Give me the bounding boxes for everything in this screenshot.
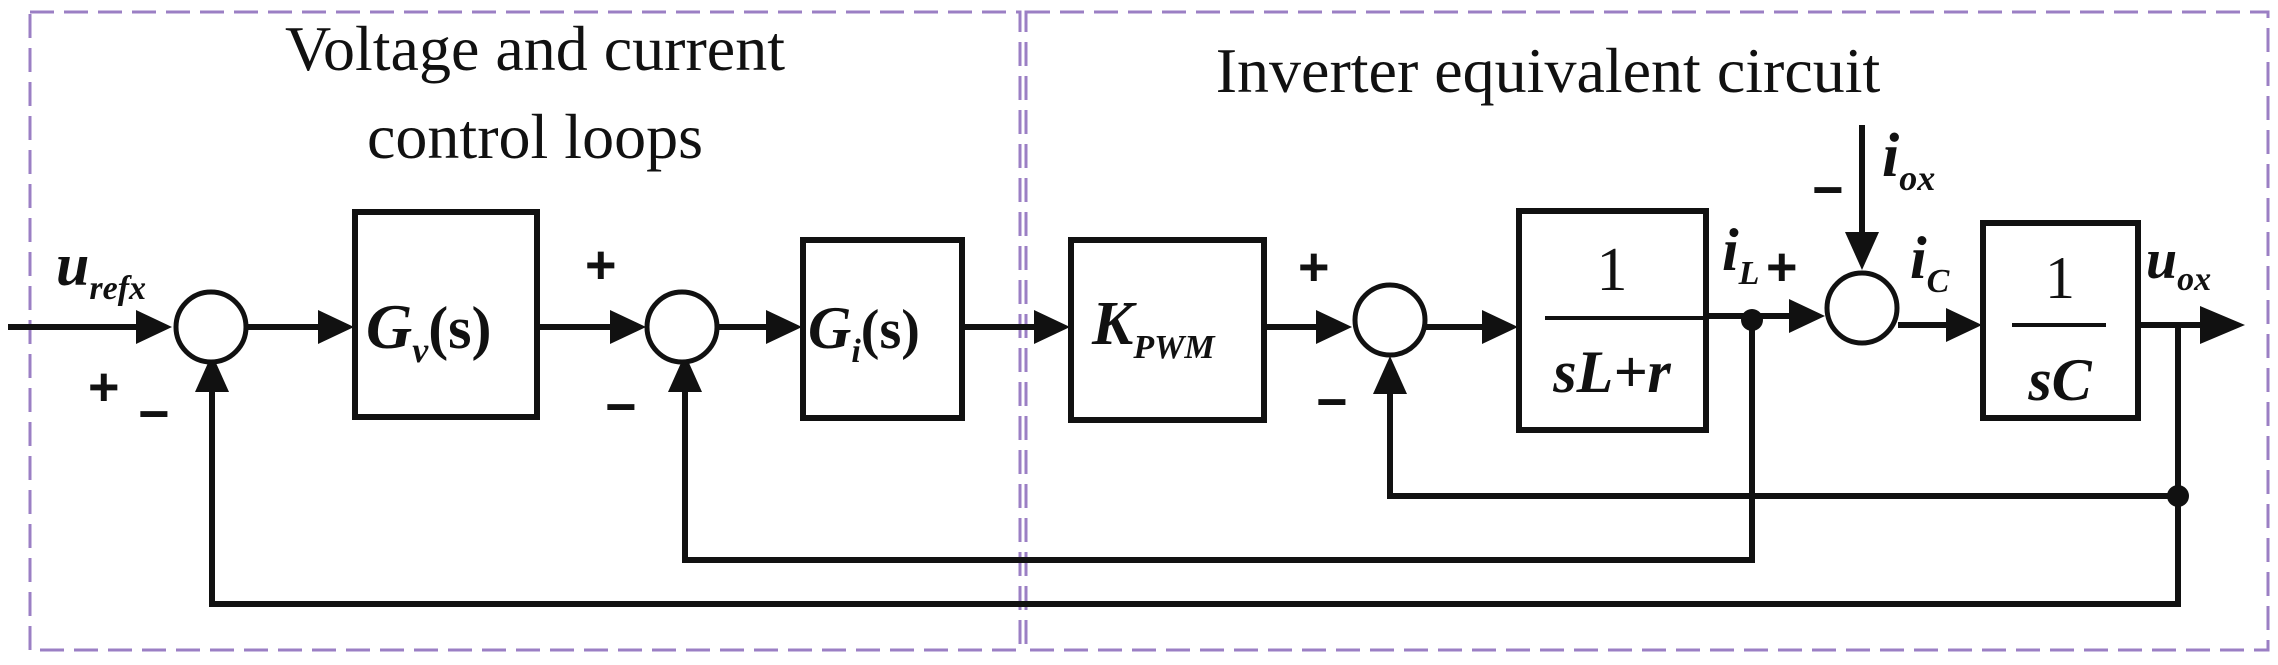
iox-label: iox [1882, 122, 1935, 198]
sum2-plus-sign: + [585, 235, 617, 295]
uox-junction-dot [2167, 485, 2189, 507]
gv-label: Gv(s) [366, 291, 492, 370]
voltage-feedback-inner-wire [1387, 392, 2178, 499]
capacitor-denominator: sC [2027, 347, 2092, 413]
sum1-plus-sign: + [88, 357, 120, 417]
capacitor-block [1980, 220, 2141, 421]
sum2-minus-sign: − [605, 377, 637, 437]
inductor-denominator: sL+r [1552, 339, 1671, 405]
voltage-feedback-outer-arrow [195, 354, 229, 392]
il-junction-dot [1741, 309, 1763, 331]
sum-junction-2 [644, 289, 720, 365]
sum-junction-1 [173, 289, 249, 365]
sum-junction-4 [1824, 270, 1900, 346]
gi-block [800, 237, 965, 421]
gi-label: Gi(s) [808, 295, 920, 370]
kpwm-to-sum3-arrow [1316, 310, 1352, 344]
gv-to-sum2-arrow [610, 310, 646, 344]
control-title-line1: Voltage and current [285, 13, 785, 84]
current-feedback-wire [682, 316, 1755, 563]
voltage-feedback-outer-wire [209, 325, 2181, 607]
inverter-title: Inverter equivalent circuit [1216, 35, 1881, 106]
sum4-plus-sign: + [1766, 237, 1798, 297]
sum1-to-gv-arrow [318, 310, 354, 344]
inverter-region [1024, 10, 2270, 652]
sum4-minus-sign: − [1812, 160, 1844, 220]
sum3-plus-sign: + [1298, 237, 1330, 297]
sum2-to-gi-arrow [766, 310, 802, 344]
iox-input-arrow [1845, 232, 1879, 270]
ic-label: iC [1910, 225, 1950, 300]
inductor-to-sum4-arrow [1789, 299, 1825, 333]
sum3-to-inductor-arrow [1482, 310, 1518, 344]
output-arrow [2200, 306, 2245, 344]
sum3-minus-sign: − [1316, 372, 1348, 432]
capacitor-numerator: 1 [2045, 245, 2075, 311]
il-label: iL [1722, 217, 1759, 292]
sum-junction-3 [1352, 282, 1428, 358]
inductor-block [1516, 208, 1709, 433]
input-arrow [136, 310, 172, 344]
control-title-line2: control loops [367, 101, 703, 172]
control-loops-region [28, 10, 1022, 652]
gi-to-kpwm-arrow [1034, 310, 1070, 344]
current-feedback-arrow [668, 354, 702, 392]
uref-label: urefx [56, 232, 146, 307]
sum1-minus-sign: − [138, 384, 170, 444]
gv-block [352, 209, 540, 420]
voltage-feedback-inner-arrow [1373, 356, 1407, 394]
inductor-numerator: 1 [1597, 236, 1628, 304]
uox-label: uox [2146, 229, 2211, 298]
kpwm-label: KPWM [1091, 290, 1216, 366]
sum4-to-capacitor-arrow [1946, 308, 1982, 342]
kpwm-block [1068, 237, 1267, 423]
